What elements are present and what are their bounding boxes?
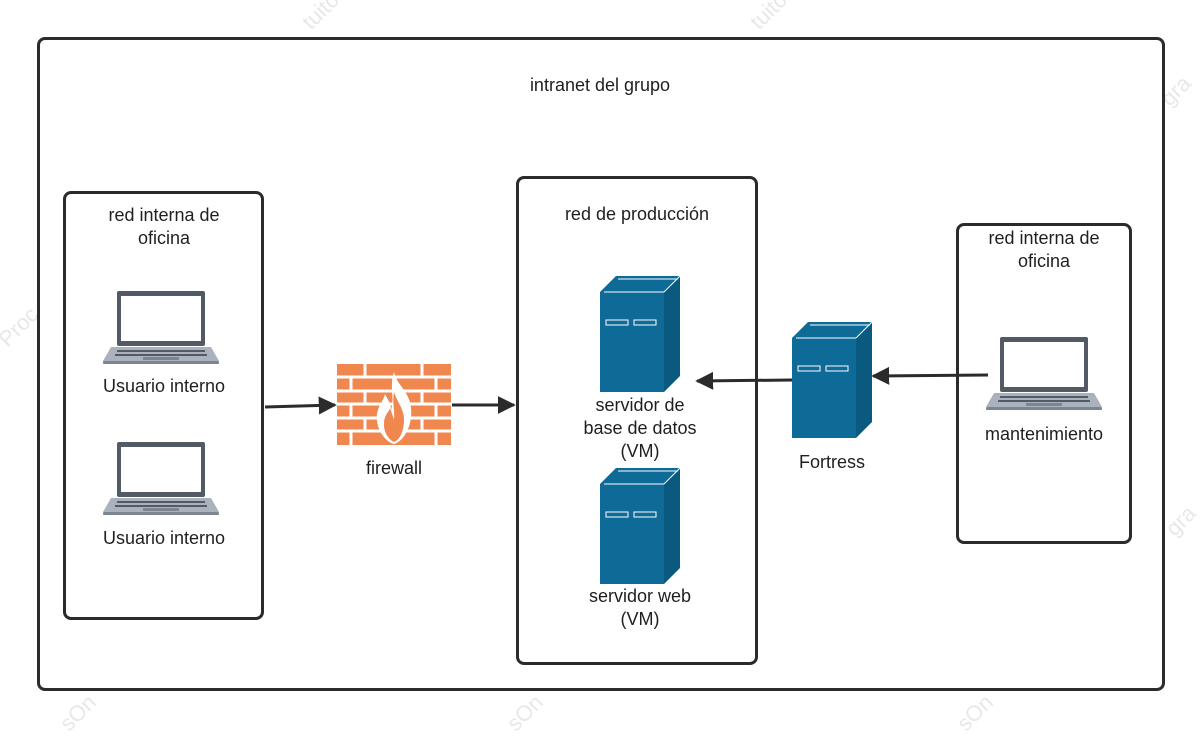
left-office-network-title: red interna de oficina (108, 205, 220, 248)
firewall-label: firewall (365, 458, 422, 478)
firewall-icon (337, 364, 451, 445)
intranet-title: intranet del grupo (529, 75, 671, 95)
laptop-label: Usuario interno (102, 528, 226, 548)
arrow-users-to-firewall (264, 396, 337, 415)
laptop-label: Usuario interno (102, 376, 226, 396)
production-network (516, 176, 758, 665)
right-office-network-title: red interna de oficina (988, 228, 1100, 271)
laptop-icon (101, 442, 221, 517)
arrow-fortress-to-db-server (695, 371, 793, 390)
server-icon (792, 322, 872, 438)
server-icon (600, 468, 680, 584)
laptop-icon (101, 291, 221, 366)
production-network-title: red de producción (564, 204, 710, 224)
db-server-label: servidor de base de datos (VM) (583, 395, 697, 461)
laptop-icon (984, 337, 1104, 412)
left-office-network (63, 191, 264, 620)
right-office-network (956, 223, 1132, 544)
fortress-label: Fortress (798, 452, 865, 472)
web-server-label: servidor web (VM) (588, 586, 692, 629)
arrow-maintenance-to-fortress (871, 366, 989, 385)
intranet-container (37, 37, 1165, 691)
maintenance-label: mantenimiento (984, 424, 1104, 444)
server-icon (600, 276, 680, 392)
